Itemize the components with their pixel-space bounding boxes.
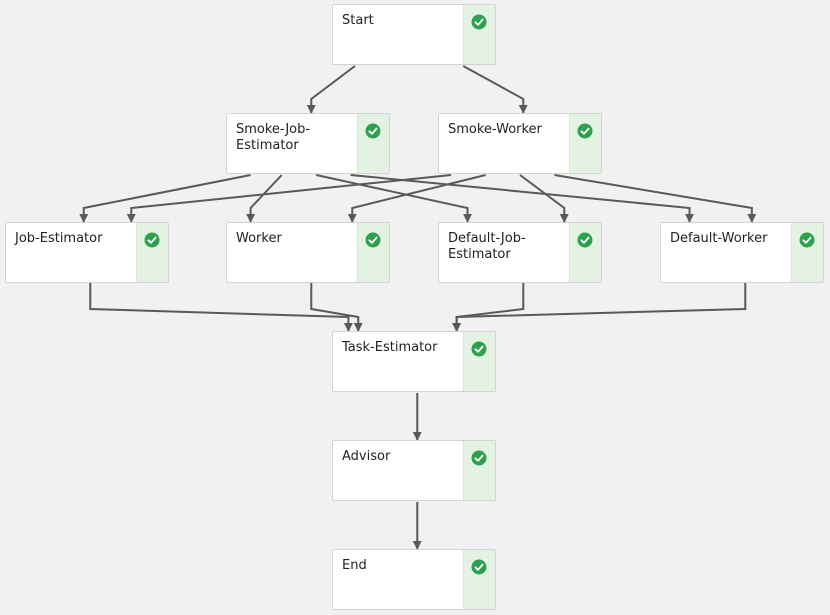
status-indicator bbox=[463, 5, 495, 64]
check-circle-icon bbox=[577, 123, 593, 139]
edge-smoke_worker-to-default_job_estimator bbox=[519, 174, 569, 223]
status-indicator bbox=[569, 223, 601, 282]
edge-smoke_worker-to-default_worker bbox=[554, 174, 757, 223]
step-node-worker[interactable]: Worker bbox=[226, 222, 390, 283]
status-indicator bbox=[357, 114, 389, 173]
check-circle-icon bbox=[471, 559, 487, 575]
edge-smoke_job_estimator-to-job_estimator bbox=[79, 174, 251, 223]
step-label: Smoke-Job- Estimator bbox=[236, 122, 311, 153]
step-node-task-estimator[interactable]: Task-Estimator bbox=[332, 331, 496, 392]
check-circle-icon bbox=[471, 14, 487, 30]
check-circle-icon bbox=[365, 232, 381, 248]
step-node-smoke-job-estimator[interactable]: Smoke-Job- Estimator bbox=[226, 113, 390, 174]
edge-start-to-smoke_worker bbox=[462, 65, 528, 114]
status-indicator bbox=[463, 441, 495, 500]
step-label: Start bbox=[342, 13, 374, 28]
step-node-smoke-worker[interactable]: Smoke-Worker bbox=[438, 113, 602, 174]
step-node-default-job-estimator[interactable]: Default-Job- Estimator bbox=[438, 222, 602, 283]
step-node-job-estimator[interactable]: Job-Estimator bbox=[5, 222, 169, 283]
step-node-start[interactable]: Start bbox=[332, 4, 496, 65]
edge-smoke_worker-to-job_estimator bbox=[126, 174, 452, 223]
status-indicator bbox=[569, 114, 601, 173]
step-node-default-worker[interactable]: Default-Worker bbox=[660, 222, 824, 283]
check-circle-icon bbox=[799, 232, 815, 248]
step-label: Advisor bbox=[342, 449, 391, 464]
step-label: Task-Estimator bbox=[342, 340, 438, 355]
edge-worker-to-task_estimator bbox=[310, 283, 363, 332]
edge-start-to-smoke_job_estimator bbox=[306, 65, 356, 114]
step-label: Worker bbox=[236, 231, 282, 246]
step-label: Default-Worker bbox=[670, 231, 768, 246]
edge-job_estimator-to-task_estimator bbox=[89, 283, 353, 332]
check-circle-icon bbox=[471, 341, 487, 357]
check-circle-icon bbox=[365, 123, 381, 139]
status-indicator bbox=[791, 223, 823, 282]
edge-smoke_job_estimator-to-default_worker bbox=[350, 174, 695, 223]
check-circle-icon bbox=[144, 232, 160, 248]
check-circle-icon bbox=[577, 232, 593, 248]
edge-smoke_job_estimator-to-worker bbox=[246, 174, 283, 223]
status-indicator bbox=[357, 223, 389, 282]
step-label: Default-Job- Estimator bbox=[448, 231, 526, 262]
status-indicator bbox=[463, 332, 495, 391]
edge-default_worker-to-task_estimator bbox=[452, 283, 747, 332]
step-node-advisor[interactable]: Advisor bbox=[332, 440, 496, 501]
edge-default_job_estimator-to-task_estimator bbox=[452, 283, 525, 332]
status-indicator bbox=[463, 550, 495, 609]
status-indicator bbox=[136, 223, 168, 282]
step-label: Job-Estimator bbox=[15, 231, 103, 246]
step-label: End bbox=[342, 558, 367, 573]
edge-smoke_job_estimator-to-default_job_estimator bbox=[315, 174, 473, 223]
step-node-end[interactable]: End bbox=[332, 549, 496, 610]
edge-smoke_worker-to-worker bbox=[347, 174, 486, 223]
step-label: Smoke-Worker bbox=[448, 122, 542, 137]
check-circle-icon bbox=[471, 450, 487, 466]
